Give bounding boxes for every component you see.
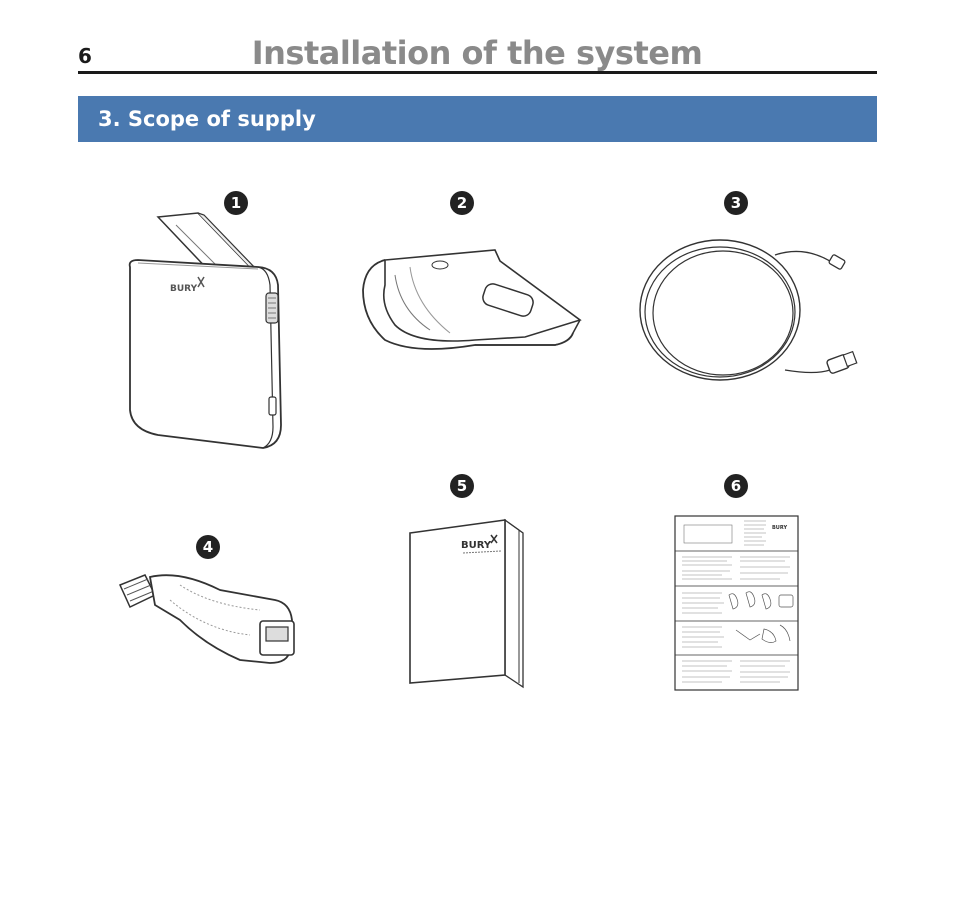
guide-brand-logo: BURY [772, 525, 787, 531]
item-number-3: 3 [724, 191, 748, 215]
item-number-4: 4 [196, 535, 220, 559]
item-number-2: 2 [450, 191, 474, 215]
item-number-5: 5 [450, 474, 474, 498]
visor-clip-icon [355, 245, 585, 360]
handsfree-device-icon: BURY [118, 205, 293, 460]
section-heading: 3. Scope of supply [98, 107, 316, 131]
manual-brand-logo: BURY [461, 540, 492, 551]
user-manual-icon: BURY [405, 515, 530, 690]
brand-logo: BURY [170, 284, 198, 294]
quick-guide-icon: BURY [674, 515, 800, 693]
car-charger-icon [110, 565, 305, 670]
item-number-1: 1 [224, 191, 248, 215]
page-number: 6 [78, 44, 92, 68]
title-rule [78, 71, 877, 74]
section-bar: 3. Scope of supply [78, 96, 877, 142]
usb-cable-icon [635, 225, 865, 405]
item-number-6: 6 [724, 474, 748, 498]
page-title: Installation of the system [251, 34, 703, 72]
